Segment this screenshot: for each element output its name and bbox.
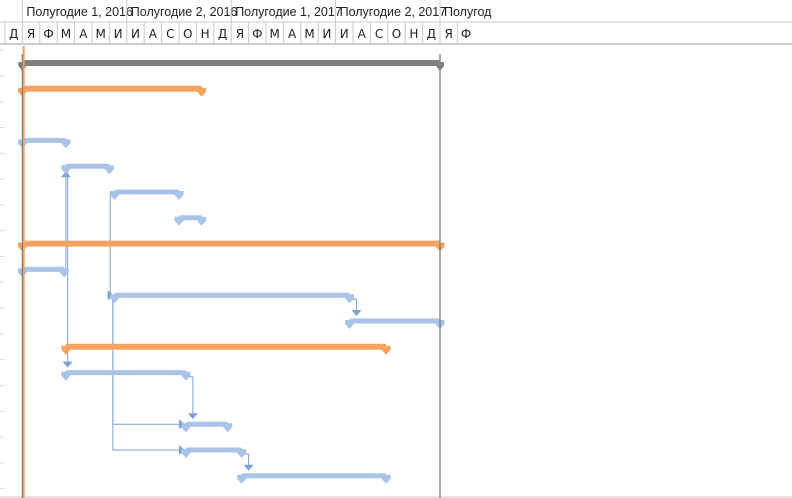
project-summary-bar[interactable]: [22, 60, 441, 66]
month-label-1: Я: [27, 27, 35, 41]
gantt-bar-task-7[interactable]: [22, 266, 65, 272]
bar-cap: [197, 216, 207, 226]
bar-cap: [345, 320, 355, 329]
task-bar[interactable]: [241, 473, 387, 479]
gantt-bars[interactable]: [17, 60, 445, 484]
month-label-10: О: [183, 27, 192, 41]
bar-cap: [197, 87, 207, 97]
gantt-bar-task-12[interactable]: [185, 421, 228, 427]
month-label-24: Д: [427, 27, 436, 41]
month-label-9: С: [166, 27, 174, 41]
bar-cap: [237, 474, 247, 484]
gantt-bar-summary-1[interactable]: [22, 85, 202, 92]
gantt-bar-task-3[interactable]: [65, 163, 110, 169]
task-bar[interactable]: [185, 447, 242, 453]
month-label-0: Д: [9, 27, 18, 41]
gantt-bar-project-summary-0[interactable]: [22, 60, 441, 66]
period-label-3: Полугодие 2, 2017: [340, 5, 447, 19]
task-bar[interactable]: [114, 292, 350, 298]
summary-bar[interactable]: [22, 240, 441, 247]
gantt-bar-summary-10[interactable]: [65, 343, 387, 350]
task-bar[interactable]: [185, 421, 228, 427]
task-bar[interactable]: [179, 215, 202, 221]
bar-cap: [381, 474, 391, 484]
month-label-2: Ф: [43, 27, 53, 41]
bar-cap: [61, 371, 71, 381]
month-label-7: И: [131, 27, 140, 41]
period-label-1: Полугодие 2, 2016: [131, 5, 238, 19]
period-label-4: Полугод: [444, 5, 492, 19]
month-label-6: И: [114, 27, 123, 41]
gantt-bar-task-2[interactable]: [22, 137, 66, 143]
month-label-17: М: [304, 27, 314, 41]
link-line-7: [244, 453, 250, 469]
link-arrow-down: [351, 310, 362, 316]
gantt-bar-task-9[interactable]: [349, 318, 440, 324]
month-label-18: И: [322, 27, 331, 41]
gantt-bar-summary-6[interactable]: [22, 240, 441, 247]
month-label-15: М: [270, 27, 280, 41]
link-arrow-down: [62, 361, 73, 368]
month-label-26: Ф: [461, 27, 471, 41]
period-label-2: Полугодие 1, 2017: [235, 5, 342, 19]
month-label-11: Н: [201, 27, 210, 41]
month-label-23: Н: [409, 27, 418, 41]
period-label-0: Полугодие 1, 2016: [26, 5, 133, 19]
bar-cap: [174, 216, 184, 226]
month-label-25: Я: [445, 27, 453, 41]
bar-cap: [110, 294, 120, 304]
month-label-22: О: [392, 27, 401, 41]
bar-cap: [174, 191, 184, 200]
month-label-13: Я: [236, 27, 244, 41]
task-bar[interactable]: [349, 318, 440, 324]
bar-cap: [237, 449, 247, 458]
gantt-grid: [0, 49, 792, 498]
bar-cap: [381, 345, 391, 355]
month-label-8: А: [149, 27, 158, 41]
summary-bar[interactable]: [22, 85, 202, 92]
month-label-19: И: [340, 27, 349, 41]
task-bar[interactable]: [65, 370, 186, 376]
gantt-bar-task-11[interactable]: [65, 370, 186, 376]
task-bar[interactable]: [22, 137, 66, 143]
gantt-bar-task-13[interactable]: [185, 447, 242, 453]
bar-cap: [181, 371, 191, 381]
task-bar[interactable]: [22, 266, 65, 272]
summary-bar[interactable]: [65, 343, 387, 350]
month-label-20: А: [358, 27, 367, 41]
month-label-3: М: [61, 27, 71, 41]
bar-cap: [181, 423, 191, 433]
month-label-4: А: [79, 27, 88, 41]
bar-cap: [345, 294, 355, 304]
task-bar[interactable]: [114, 189, 179, 195]
task-bar[interactable]: [65, 163, 110, 169]
month-label-14: Ф: [252, 27, 262, 41]
link-line-4: [112, 294, 181, 425]
link-line-0: [61, 173, 67, 270]
bar-cap: [61, 165, 71, 175]
month-label-5: М: [96, 27, 106, 41]
gantt-bar-task-8[interactable]: [114, 292, 350, 298]
link-arrow-down: [187, 413, 198, 420]
month-label-21: С: [375, 27, 383, 41]
link-line-6: [188, 376, 194, 418]
bar-cap: [59, 268, 69, 278]
gantt-bar-task-5[interactable]: [179, 215, 202, 221]
month-label-12: Д: [218, 27, 227, 41]
bar-cap: [104, 165, 114, 175]
bar-cap: [61, 139, 71, 149]
link-line-3: [352, 298, 357, 314]
link-arrow-down: [243, 464, 254, 471]
bar-cap: [223, 423, 233, 433]
gantt-bar-task-4[interactable]: [114, 189, 179, 195]
timeline-markers: [21, 46, 441, 498]
bar-cap: [61, 345, 71, 355]
month-label-16: А: [288, 27, 297, 41]
bar-cap: [110, 191, 120, 200]
bar-cap: [181, 449, 191, 458]
gantt-bar-task-14[interactable]: [241, 473, 387, 479]
